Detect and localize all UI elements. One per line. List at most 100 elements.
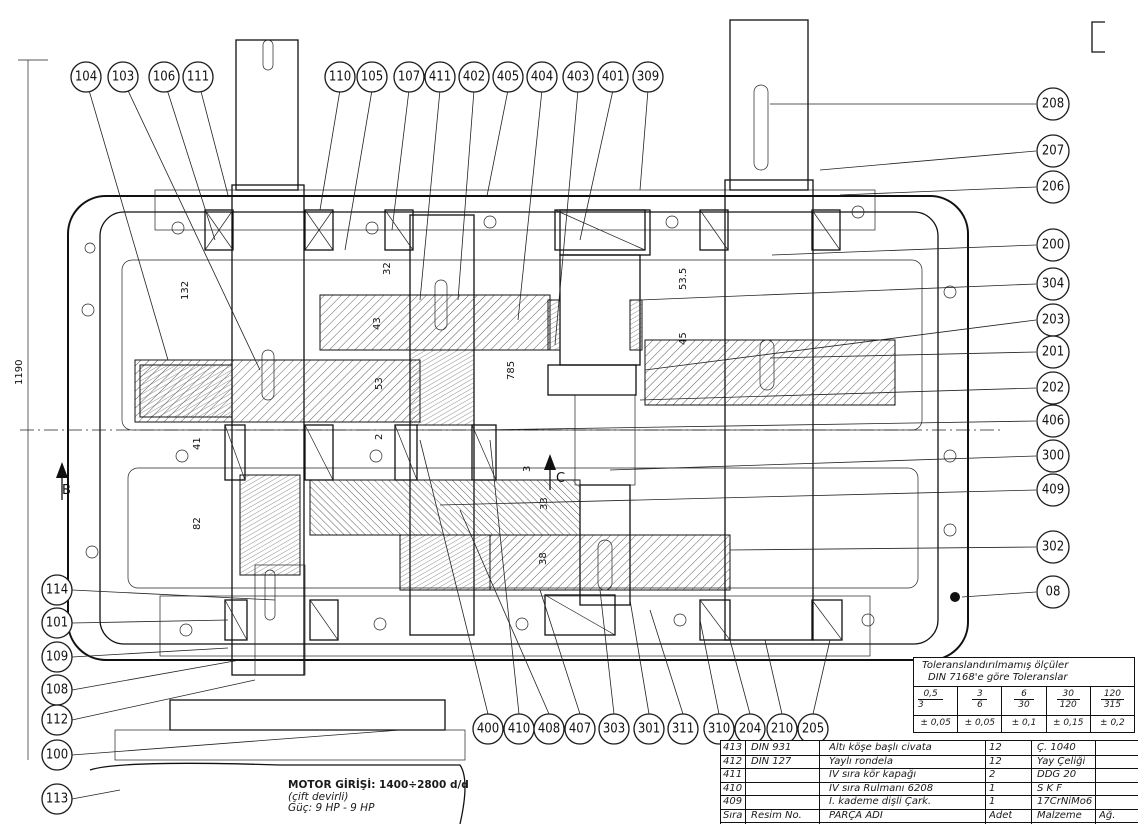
svg-text:303: 303 bbox=[603, 722, 625, 737]
svg-text:202: 202 bbox=[1042, 381, 1064, 396]
dim-1190-label: 1190 bbox=[14, 360, 25, 385]
svg-text:53.5: 53.5 bbox=[678, 268, 689, 290]
svg-text:107: 107 bbox=[398, 70, 420, 85]
balloon-411: 411 bbox=[424, 61, 456, 93]
svg-text:409: 409 bbox=[1042, 483, 1064, 498]
output-shaft bbox=[644, 19, 896, 641]
balloon-206: 206 bbox=[1036, 170, 1070, 204]
balloon-301: 301 bbox=[633, 713, 665, 745]
parts-cell-material: Ç. 1040 bbox=[1037, 742, 1076, 753]
balloon-205: 205 bbox=[797, 713, 829, 745]
parts-cell-no: 411 bbox=[723, 769, 743, 780]
svg-text:204: 204 bbox=[739, 722, 761, 737]
balloon-403: 403 bbox=[562, 61, 594, 93]
input-shaft bbox=[231, 39, 306, 676]
balloon-104: 104 bbox=[70, 61, 102, 93]
center-shaft bbox=[489, 209, 731, 606]
parts-cell-extra: Ağ. bbox=[1099, 809, 1116, 821]
parts-cell-no: Sıra bbox=[723, 809, 743, 821]
balloon-408: 408 bbox=[533, 713, 565, 745]
parts-cell-name: IV sıra kör kapağı bbox=[829, 769, 917, 780]
parts-cell-material: DDG 20 bbox=[1037, 769, 1077, 780]
svg-text:2: 2 bbox=[374, 434, 385, 440]
motor-line-3: Güç: 9 HP - 9 HP bbox=[288, 802, 375, 814]
svg-text:208: 208 bbox=[1042, 97, 1064, 112]
balloon-310: 310 bbox=[703, 713, 735, 745]
leader-lines bbox=[71, 79, 1037, 800]
balloon-202: 202 bbox=[1036, 371, 1070, 405]
balloon-204: 204 bbox=[734, 713, 766, 745]
svg-text:32: 32 bbox=[382, 262, 393, 275]
svg-text:109: 109 bbox=[46, 650, 68, 665]
parts-cell-no: 413 bbox=[723, 742, 743, 753]
dim-1190: 1190 bbox=[14, 59, 48, 760]
svg-text:08: 08 bbox=[1046, 585, 1061, 600]
balloon-410: 410 bbox=[503, 713, 535, 745]
svg-text:114: 114 bbox=[46, 583, 68, 598]
motor-flange bbox=[89, 699, 466, 824]
svg-text:785: 785 bbox=[506, 361, 517, 380]
svg-text:410: 410 bbox=[508, 722, 530, 737]
svg-text:206: 206 bbox=[1042, 180, 1064, 195]
svg-text:41: 41 bbox=[192, 437, 203, 450]
balloon-401: 401 bbox=[597, 61, 629, 93]
svg-text:111: 111 bbox=[187, 70, 209, 85]
corner-mark bbox=[1091, 21, 1105, 53]
balloon-405: 405 bbox=[492, 61, 524, 93]
balloon-100: 100 bbox=[41, 739, 73, 771]
section-b: B bbox=[62, 483, 71, 498]
parts-cell-name: I. kademe dişli Çark. bbox=[829, 796, 932, 807]
bolt-holes bbox=[81, 205, 960, 637]
svg-text:112: 112 bbox=[46, 713, 68, 728]
balloon-400: 400 bbox=[472, 713, 504, 745]
balloon-302: 302 bbox=[1036, 530, 1070, 564]
balloon-114: 114 bbox=[41, 574, 73, 606]
svg-text:203: 203 bbox=[1042, 313, 1064, 328]
svg-text:404: 404 bbox=[531, 70, 553, 85]
svg-text:132: 132 bbox=[180, 281, 191, 300]
tolerance-title-2: DIN 7168'e göre Toleranslar bbox=[928, 672, 1068, 683]
svg-text:406: 406 bbox=[1042, 414, 1064, 429]
svg-text:43: 43 bbox=[372, 317, 383, 330]
balloon-409: 409 bbox=[1036, 473, 1070, 507]
balloon-207: 207 bbox=[1036, 134, 1070, 168]
balloon-111: 111 bbox=[182, 61, 214, 93]
svg-text:300: 300 bbox=[1042, 449, 1064, 464]
parts-cell-ref: DIN 127 bbox=[751, 755, 792, 767]
balloon-203: 203 bbox=[1036, 303, 1070, 337]
parts-cell-no: 409 bbox=[723, 796, 743, 807]
svg-text:304: 304 bbox=[1042, 277, 1064, 292]
svg-text:408: 408 bbox=[538, 722, 560, 737]
svg-text:106: 106 bbox=[153, 70, 175, 85]
balloon-105: 105 bbox=[356, 61, 388, 93]
parts-cell-material: 17CrNiMo6 bbox=[1037, 796, 1093, 807]
balloon-106: 106 bbox=[148, 61, 180, 93]
svg-text:407: 407 bbox=[569, 722, 591, 737]
dimension-labels: 132 32 43 53 785 53.5 45 41 82 33 38 2 3 bbox=[180, 262, 689, 565]
parts-cell-name: IV sıra Rulmanı 6208 bbox=[829, 782, 934, 794]
svg-text:301: 301 bbox=[638, 722, 660, 737]
tolerance-table: Toleranslandırılmamış ölçüler DIN 7168'e… bbox=[913, 657, 1135, 733]
motor-line-2: (çift devirli) bbox=[288, 790, 349, 803]
balloon-113: 113 bbox=[41, 783, 73, 815]
svg-text:310: 310 bbox=[708, 722, 730, 737]
section-c: C bbox=[556, 471, 565, 486]
balloon-110: 110 bbox=[324, 61, 356, 93]
parts-cell-ref: Resim No. bbox=[751, 809, 802, 821]
svg-text:53: 53 bbox=[374, 377, 385, 390]
balloon-303: 303 bbox=[598, 713, 630, 745]
svg-text:210: 210 bbox=[771, 722, 793, 737]
svg-text:205: 205 bbox=[802, 722, 824, 737]
intermediate-shaft bbox=[309, 214, 581, 636]
parts-cell-no: 412 bbox=[723, 755, 743, 767]
svg-text:38: 38 bbox=[538, 552, 549, 565]
svg-text:101: 101 bbox=[46, 616, 68, 631]
